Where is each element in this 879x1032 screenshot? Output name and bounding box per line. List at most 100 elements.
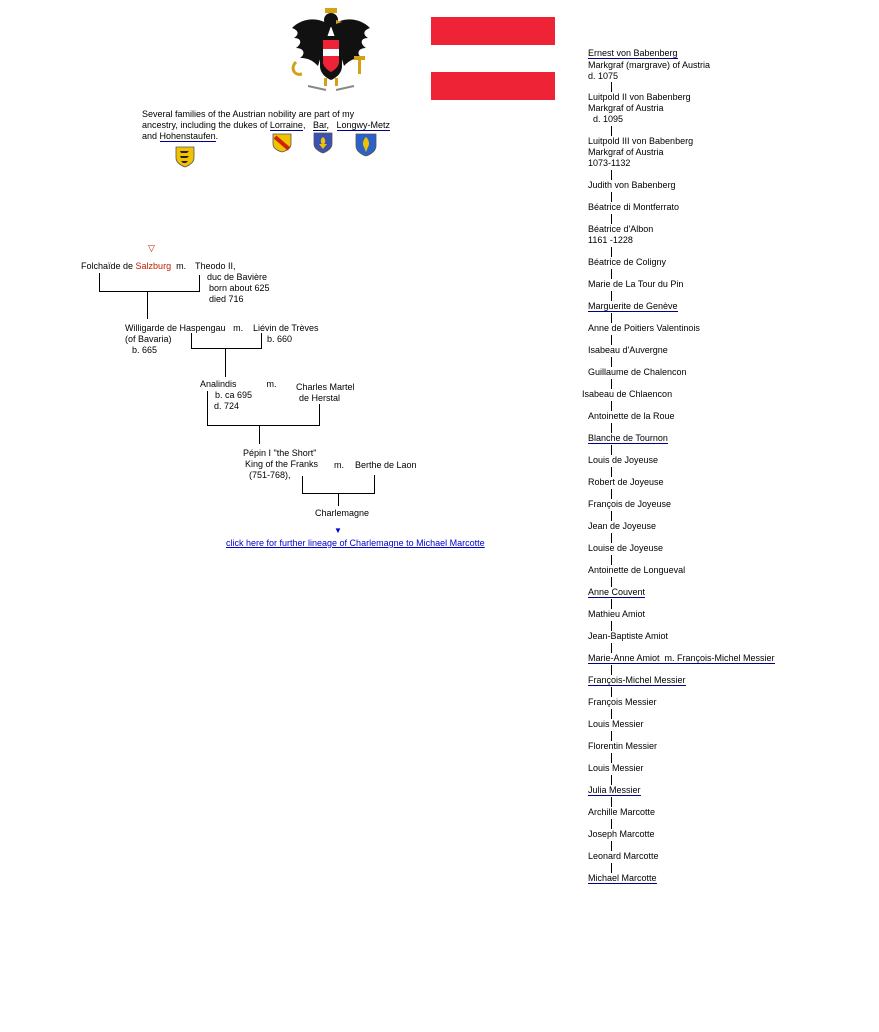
longwy-metz-link[interactable]: Longwy-Metz — [336, 120, 391, 131]
pepin-name: Pépin I "the Short" — [243, 448, 317, 458]
charles-martel-entry: Charles Martel de Herstal — [296, 382, 355, 404]
lineage-line: Robert de Joyeuse — [588, 477, 664, 487]
lineage-line: François-Michel Messier — [588, 675, 686, 686]
period: . — [215, 131, 219, 141]
lineage-entry: François de Joyeuse — [588, 499, 671, 510]
lineage-connector — [611, 269, 612, 279]
folchaide-name: Folchaïde de — [81, 261, 136, 271]
lineage-line: Louis Messier — [588, 719, 644, 729]
lineage-connector — [611, 665, 612, 675]
lievin-name: Liévin de Trèves — [253, 323, 319, 333]
lineage-connector — [611, 863, 612, 873]
lineage-connector — [611, 511, 612, 521]
lineage-entry[interactable]: Marie-Anne Amiot m. François-Michel Mess… — [588, 653, 775, 665]
lineage-entry: Jean-Baptiste Amiot — [588, 631, 668, 642]
lineage-entry: Judith von Babenberg — [588, 180, 676, 191]
intro-paragraph: Several families of the Austrian nobilit… — [142, 109, 391, 142]
tree-connector — [99, 291, 200, 292]
tree-connector — [99, 273, 100, 292]
lineage-connector — [611, 357, 612, 367]
willigarde-sub: (of Bavaria) — [125, 334, 172, 344]
lineage-connector — [611, 445, 612, 455]
lineage-connector — [611, 214, 612, 224]
analindis-born: b. ca 695 — [215, 390, 253, 400]
analindis-died: d. 724 — [214, 401, 240, 411]
lineage-line: Marguerite de Genève — [588, 301, 678, 312]
lineage-entry: Anne de Poitiers Valentinois — [588, 323, 700, 334]
intro-line-3-text: and — [142, 131, 160, 141]
lineage-line: Florentin Messier — [588, 741, 658, 751]
lineage-connector — [611, 291, 612, 301]
berthe-entry: Berthe de Laon — [355, 460, 417, 470]
lineage-entry[interactable]: Marguerite de Genève — [588, 301, 678, 313]
theodo-name: Theodo II, — [195, 261, 236, 271]
lineage-line: Markgraf (margrave) of Austria — [588, 60, 711, 70]
marriage-marker: m. — [233, 323, 244, 333]
lineage-entry[interactable]: Michael Marcotte — [588, 873, 657, 885]
charlemagne-entry: Charlemagne — [315, 508, 370, 518]
lineage-entry: Isabeau d'Auvergne — [588, 345, 668, 356]
bar-link[interactable]: Bar — [312, 120, 327, 131]
lineage-line: Béatrice d'Albon — [588, 224, 654, 234]
lineage-entry: Joseph Marcotte — [588, 829, 655, 840]
lineage-connector — [611, 533, 612, 543]
lineage-entry: Guillaume de Chalencon — [588, 367, 687, 378]
lievin-entry: Liévin de Trèves b. 660 — [253, 323, 319, 345]
willigarde-entry: Willigarde de Haspengau m. (of Bavaria) … — [125, 323, 243, 356]
lineage-line: 1161 -1228 — [588, 235, 633, 245]
longwy-metz-shield-icon[interactable] — [355, 133, 377, 157]
lineage-line: Joseph Marcotte — [588, 829, 655, 839]
lineage-entry[interactable]: François-Michel Messier — [588, 675, 686, 687]
theodo-entry: Theodo II, duc de Bavière born about 625… — [195, 261, 270, 305]
pepin-title: King of the Franks — [245, 459, 319, 469]
lineage-line: Louis de Joyeuse — [588, 455, 659, 465]
lineage-line: Archille Marcotte — [588, 807, 656, 817]
lineage-connector — [611, 467, 612, 477]
lineage-connector — [611, 247, 612, 257]
lineage-connector — [611, 423, 612, 433]
pepin-years: (751-768), — [249, 470, 291, 480]
intro-line-1: Several families of the Austrian nobilit… — [142, 109, 355, 119]
salzburg-text: Salzburg — [135, 261, 172, 271]
hohenstaufen-shield-icon[interactable] — [175, 146, 195, 168]
tree-connector — [302, 493, 375, 494]
lineage-connector — [611, 489, 612, 499]
tree-connector — [191, 333, 192, 349]
lineage-entry[interactable]: Anne Couvent — [588, 587, 646, 599]
lineage-connector — [611, 401, 612, 411]
lineage-entry: Louis de Joyeuse — [588, 455, 658, 466]
bar-shield-icon[interactable] — [313, 132, 333, 154]
marriage-marker: m. — [266, 379, 277, 389]
lineage-line: 1073-1132 — [588, 158, 631, 168]
lineage-line: François de Joyeuse — [588, 499, 672, 509]
tree-connector — [374, 475, 375, 494]
lineage-line: Markgraf of Austria — [588, 147, 664, 157]
lineage-entry: Louise de Joyeuse — [588, 543, 663, 554]
lineage-entry: Louis Messier — [588, 763, 644, 774]
further-lineage-link[interactable]: click here for further lineage of Charle… — [226, 538, 485, 548]
arrow-down-icon: ▼ — [334, 526, 342, 535]
lorraine-link[interactable]: Lorraine — [269, 120, 303, 131]
tree-connector — [207, 425, 320, 426]
lineage-connector — [611, 775, 612, 785]
lineage-entry[interactable]: Julia Messier — [588, 785, 641, 797]
lineage-line: Blanche de Tournon — [588, 433, 668, 444]
lineage-connector — [611, 709, 612, 719]
lineage-line: Luitpold II von Babenberg — [588, 92, 691, 102]
lineage-entry: Antoinette de la Roue — [588, 411, 675, 422]
comma: , — [302, 120, 306, 130]
lineage-line: Antoinette de Longueval — [588, 565, 686, 575]
lineage-entry[interactable]: Blanche de Tournon — [588, 433, 668, 445]
lineage-entry: Isabeau de Chlaencon — [582, 389, 672, 400]
analindis-name: Analindis — [200, 379, 237, 389]
lorraine-shield-icon[interactable] — [272, 133, 292, 153]
lineage-entry: Béatrice de Coligny — [588, 257, 666, 268]
theodo-born: born about 625 — [209, 283, 270, 293]
lineage-connector — [611, 170, 612, 180]
salzburg-marker-icon: ▽ — [148, 243, 155, 253]
lineage-entry: Archille Marcotte — [588, 807, 655, 818]
hohenstaufen-link[interactable]: Hohenstaufen — [159, 131, 216, 142]
lineage-entry: Leonard Marcotte — [588, 851, 659, 862]
